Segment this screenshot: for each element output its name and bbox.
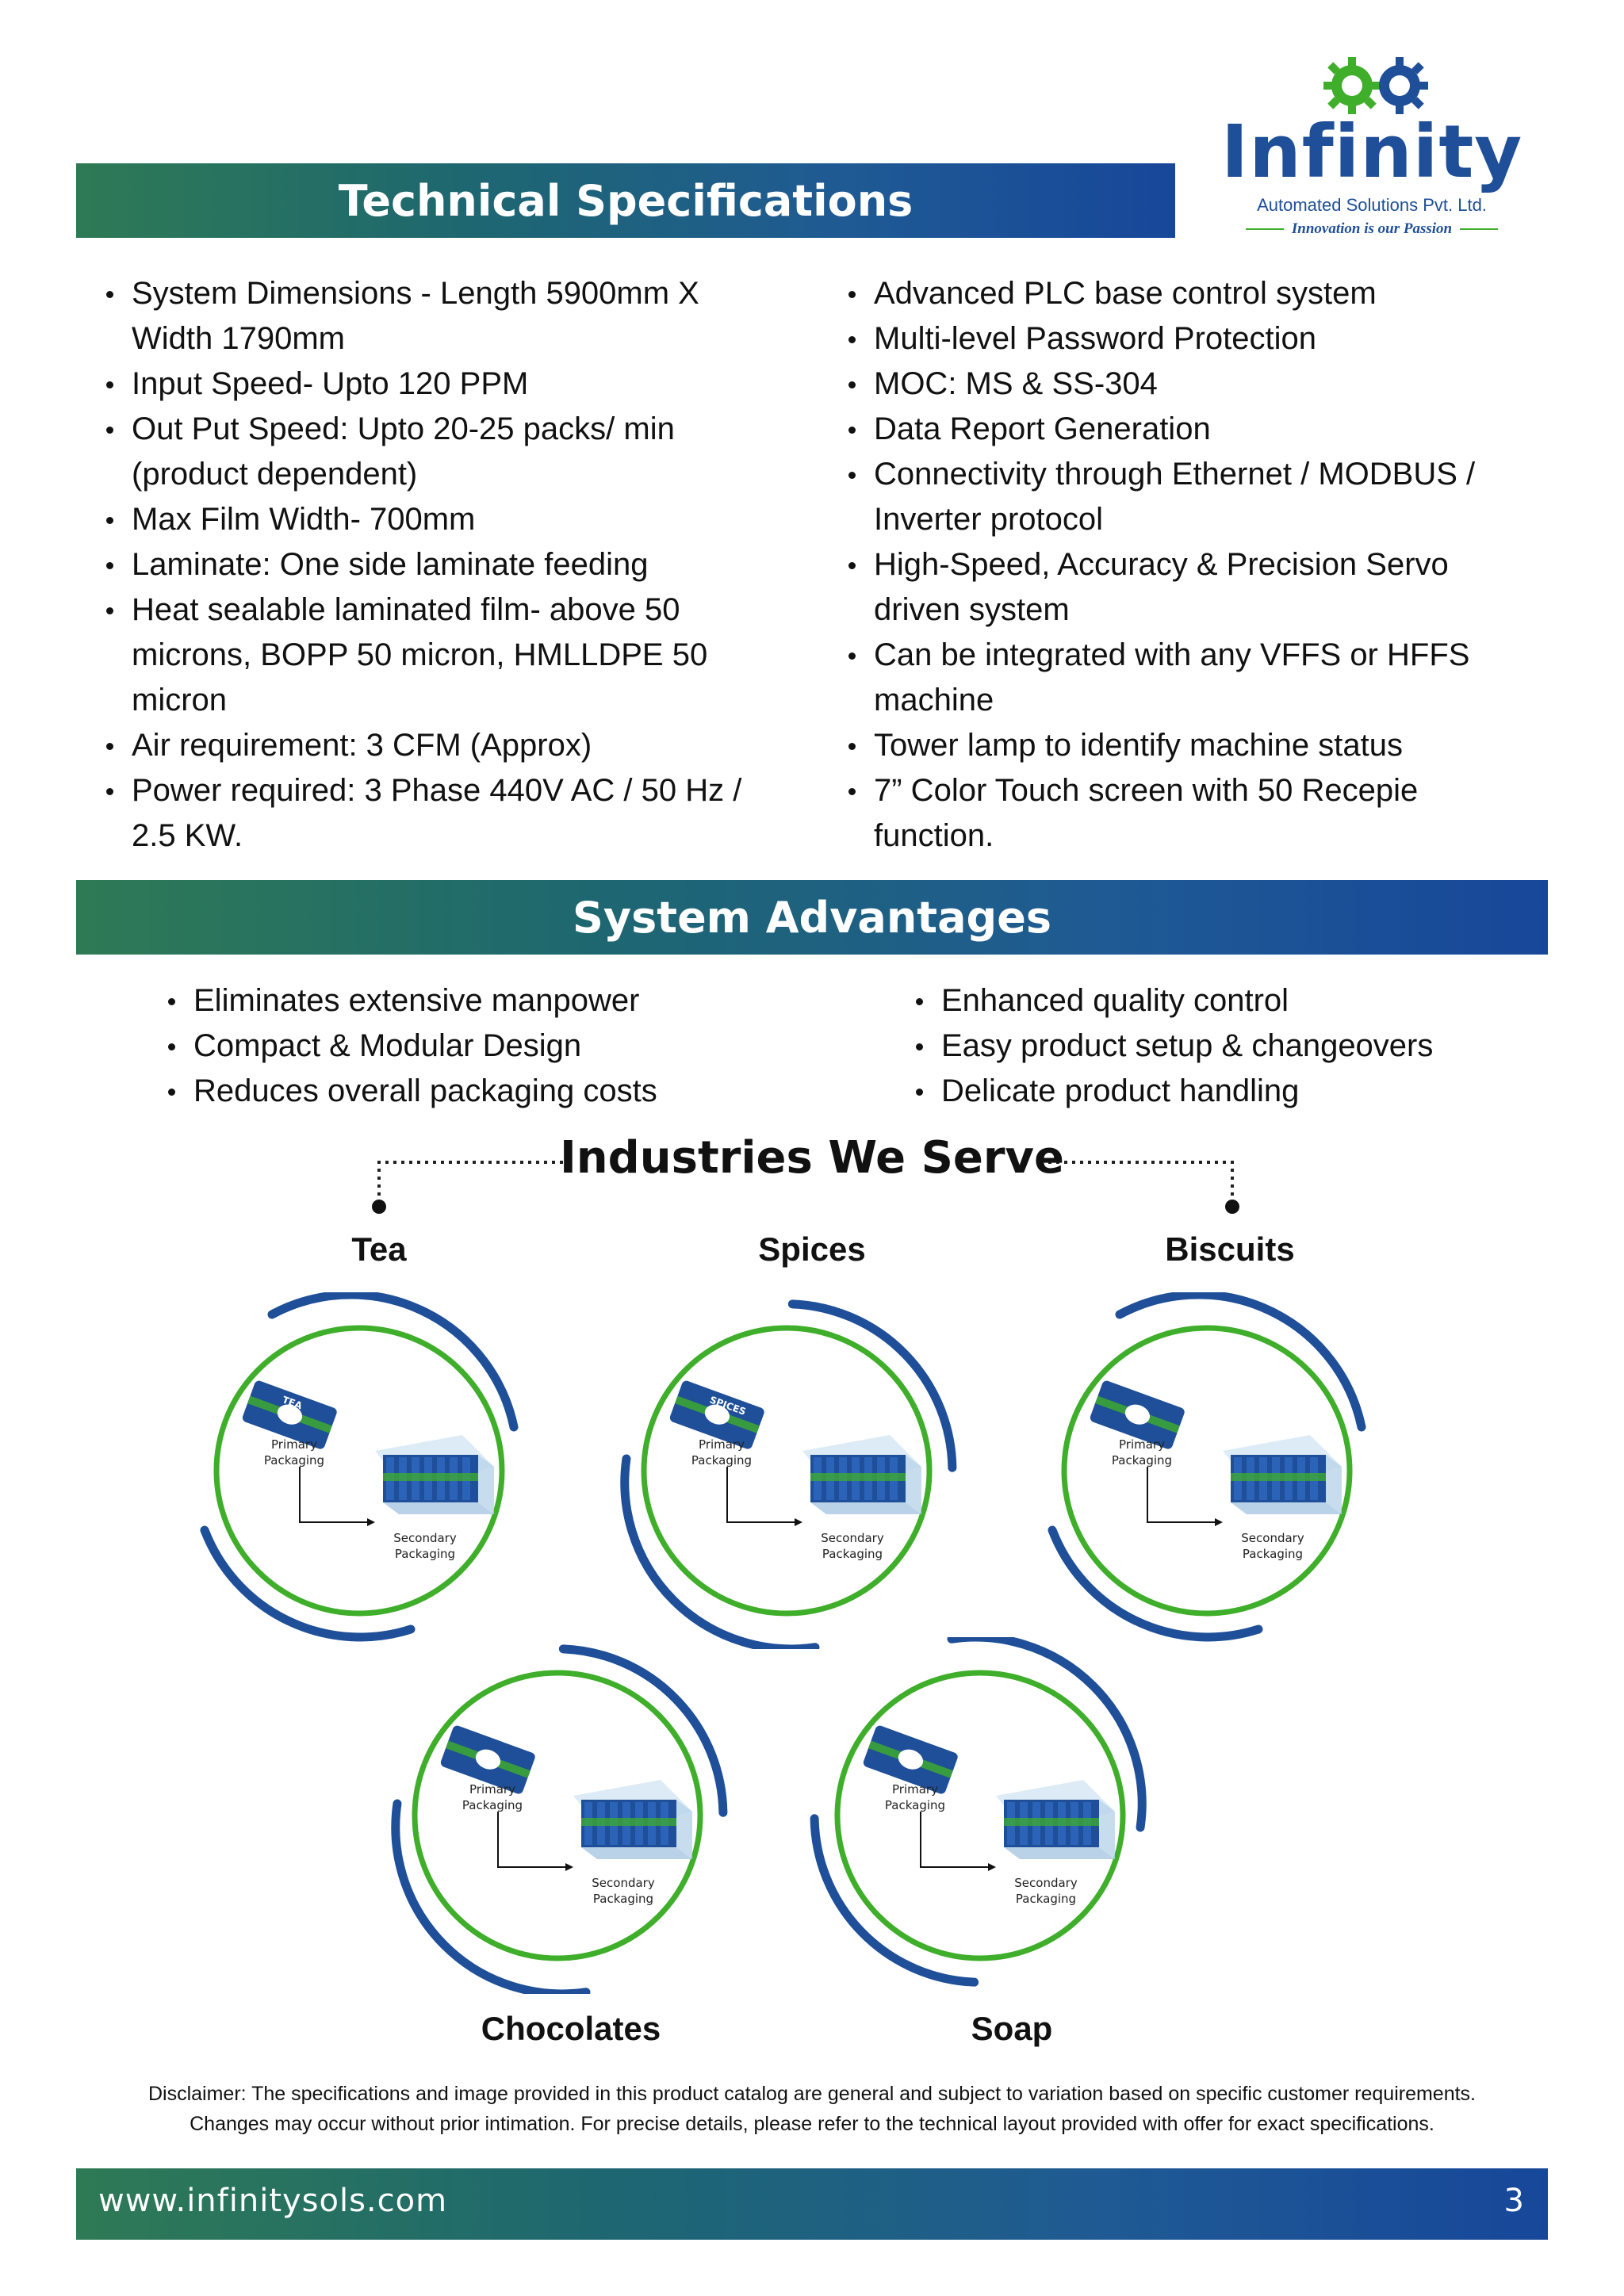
footer-bar: www.infinitysols.com 3 — [76, 2168, 1548, 2240]
disclaimer-line-1: Disclaimer: The specifications and image… — [147, 2083, 1477, 2105]
list-item: Heat sealable laminated film- above 50 m… — [82, 587, 788, 723]
secondary-packaging-label: Secondary Packaging — [1241, 1531, 1304, 1561]
secondary-packaging-label: Secondary Packaging — [393, 1531, 457, 1561]
disclaimer-line-2: Changes may occur without prior intimati… — [190, 2113, 1434, 2135]
industry-label-spices: Spices — [758, 1230, 866, 1268]
industry-label-biscuits: Biscuits — [1165, 1230, 1295, 1268]
industry-label-tea: Tea — [351, 1230, 407, 1268]
disclaimer: Disclaimer: The specifications and image… — [48, 2079, 1576, 2139]
primary-packaging-label: Primary Packaging — [884, 1782, 946, 1812]
list-item: 7” Color Touch screen with 50 Recepie fu… — [825, 768, 1530, 859]
list-item: Tower lamp to identify machine status — [825, 723, 1530, 768]
list-item: Data Report Generation — [825, 407, 1530, 452]
list-item: Compact & Modular Design — [144, 1024, 779, 1069]
list-item: Delicate product handling — [892, 1069, 1526, 1114]
list-item: MOC: MS & SS-304 — [825, 362, 1530, 407]
primary-packaging-label: Primary Packaging — [691, 1437, 753, 1468]
industry-ring-chocolates: Primary Packaging Secondary Packaging — [379, 1637, 736, 1999]
primary-packaging-label: Primary Packaging — [462, 1782, 523, 1812]
industry-ring-biscuits: Primary Packaging Secondary Packaging — [1028, 1290, 1385, 1649]
list-item: Power required: 3 Phase 440V AC / 50 Hz … — [82, 768, 788, 859]
industry-ring-tea: TEA Primary Packaging Secondary — [181, 1290, 538, 1649]
infinity-gears-icon — [1323, 57, 1428, 114]
tagline-rule-left — [1245, 228, 1284, 230]
list-item: Laminate: One side laminate feeding — [82, 542, 788, 587]
industries-title: Industries We Serve — [559, 1132, 1065, 1184]
list-item: Can be integrated with any VFFS or HFFS … — [825, 633, 1530, 723]
secondary-packaging-label: Secondary Packaging — [592, 1876, 655, 1906]
packaging-illustration-biscuits — [1048, 1290, 1366, 1642]
website-link[interactable]: www.infinitysols.com — [98, 2183, 448, 2219]
list-item: Connectivity through Ethernet / MODBUS /… — [825, 452, 1530, 542]
list-item: Eliminates extensive manpower — [144, 978, 779, 1024]
packaging-illustration-tea: TEA — [200, 1290, 519, 1642]
list-item: Max Film Width- 700mm — [82, 497, 788, 542]
primary-packaging-label: Primary Packaging — [1111, 1437, 1173, 1468]
list-item: Out Put Speed: Upto 20-25 packs/ min (pr… — [82, 407, 788, 497]
secondary-packaging-label: Secondary Packaging — [1014, 1876, 1078, 1906]
page-number: 3 — [1503, 2183, 1524, 2219]
list-item: High-Speed, Accuracy & Precision Servo d… — [825, 542, 1530, 633]
list-item: Air requirement: 3 CFM (Approx) — [82, 723, 788, 768]
list-item: Easy product setup & changeovers — [892, 1024, 1526, 1069]
industry-ring-soap: Primary Packaging Secondary Packaging — [802, 1632, 1159, 1994]
tagline-text: Innovation is our Passion — [1291, 220, 1453, 237]
tagline-rule-right — [1460, 228, 1499, 230]
logo-tagline: Innovation is our Passion — [1221, 220, 1522, 238]
list-item: Multi-level Password Protection — [825, 316, 1530, 362]
primary-packaging-label: Primary Packaging — [263, 1437, 325, 1468]
company-logo: Infinity Automated Solutions Pvt. Ltd. I… — [1221, 54, 1522, 244]
list-item: Input Speed- Upto 120 PPM — [82, 362, 788, 407]
list-item: System Dimensions - Length 5900mm X Widt… — [82, 271, 788, 362]
industry-ring-spices: SPICES Primary Packaging Second — [608, 1292, 965, 1654]
secondary-packaging-label: Secondary Packaging — [821, 1531, 884, 1561]
industries-connector-lines — [372, 1161, 1239, 1214]
section-header-system-advantages: System Advantages — [76, 880, 1548, 955]
logo-company-name: Automated Solutions Pvt. Ltd. — [1257, 195, 1487, 215]
logo-wordmark: Infinity — [1221, 109, 1523, 194]
industry-label-chocolates: Chocolates — [481, 2010, 661, 2047]
list-item: Enhanced quality control — [892, 978, 1526, 1024]
packaging-illustration-spices: SPICES — [620, 1299, 957, 1654]
packaging-illustration-chocolates — [391, 1644, 728, 1999]
industry-label-soap: Soap — [971, 2010, 1053, 2047]
list-item: Advanced PLC base control system — [825, 271, 1530, 316]
packaging-illustration-soap — [810, 1632, 1147, 1987]
section-header-technical-specifications: Technical Specifications — [76, 163, 1175, 238]
spec-list-left: System Dimensions - Length 5900mm X Widt… — [82, 271, 788, 859]
list-item: Reduces overall packaging costs — [144, 1069, 779, 1114]
